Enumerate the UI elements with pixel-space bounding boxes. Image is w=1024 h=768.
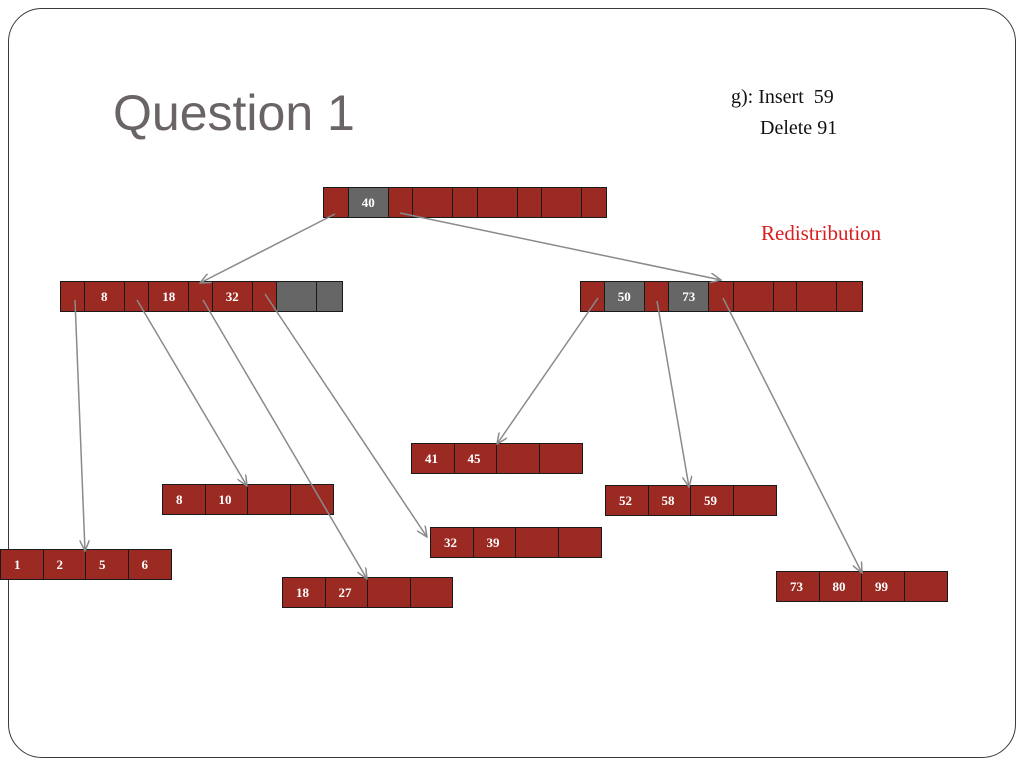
key-cell: 18 <box>149 282 190 311</box>
leaf-key <box>368 578 411 607</box>
pointer-cell <box>252 282 278 311</box>
operation-delete: Delete 91 <box>760 117 838 139</box>
leaf-key: 10 <box>205 485 248 514</box>
pointer-cell <box>773 282 798 311</box>
key-cell: 8 <box>84 282 125 311</box>
leaf-key: 2 <box>43 550 86 579</box>
leaf-key: 59 <box>691 486 734 515</box>
leaf-node: 1 2 5 6 <box>0 549 172 580</box>
leaf-key <box>539 444 582 473</box>
leaf-key: 39 <box>473 528 516 557</box>
leaf-node: 52 58 59 <box>605 485 777 516</box>
pointer-cell <box>61 282 85 311</box>
leaf-key: 41 <box>412 444 455 473</box>
key-cell: 32 <box>212 282 253 311</box>
redistribution-label: Redistribution <box>761 221 882 245</box>
leaf-node: 8 10 <box>162 484 334 515</box>
leaf-key: 18 <box>283 578 326 607</box>
key-cell <box>542 188 583 217</box>
leaf-key: 8 <box>163 485 206 514</box>
pointer-cell <box>317 282 342 311</box>
pointer-cell <box>517 188 543 217</box>
key-cell: 50 <box>604 282 645 311</box>
leaf-key <box>516 528 559 557</box>
pointer-cell <box>837 282 862 311</box>
pointer-cell <box>124 282 150 311</box>
key-cell: 40 <box>348 188 389 217</box>
leaf-key: 80 <box>819 572 862 601</box>
leaf-key: 58 <box>648 486 691 515</box>
leaf-key <box>410 578 452 607</box>
pointer-cell <box>453 188 478 217</box>
leaf-key <box>290 485 333 514</box>
key-cell <box>797 282 838 311</box>
key-cell <box>733 282 774 311</box>
leaf-key <box>733 486 776 515</box>
pointer-cell <box>388 188 414 217</box>
pointer-cell <box>189 282 213 311</box>
pointer-cell <box>582 188 607 217</box>
internal-node-left: 8 18 32 <box>60 281 343 312</box>
leaf-node: 73 80 99 <box>776 571 948 602</box>
leaf-key: 27 <box>325 578 368 607</box>
key-cell <box>477 188 518 217</box>
leaf-key: 32 <box>431 528 474 557</box>
operation-insert: g): Insert 59 <box>731 86 834 108</box>
leaf-key: 1 <box>1 550 44 579</box>
root-node: 40 <box>323 187 607 218</box>
leaf-key <box>904 572 947 601</box>
leaf-node: 18 27 <box>282 577 453 608</box>
leaf-key <box>558 528 601 557</box>
key-cell <box>413 188 454 217</box>
leaf-key: 45 <box>454 444 497 473</box>
key-cell: 73 <box>669 282 710 311</box>
leaf-key <box>248 485 291 514</box>
leaf-key <box>497 444 540 473</box>
leaf-key: 73 <box>777 572 820 601</box>
leaf-key: 5 <box>86 550 129 579</box>
pointer-cell <box>581 282 605 311</box>
leaf-key: 52 <box>606 486 649 515</box>
internal-node-right: 50 73 <box>580 281 863 312</box>
key-cell <box>277 282 318 311</box>
leaf-key: 6 <box>128 550 171 579</box>
pointer-cell <box>324 188 349 217</box>
pointer-cell <box>644 282 670 311</box>
pointer-cell <box>709 282 734 311</box>
leaf-node: 41 45 <box>411 443 583 474</box>
leaf-node: 32 39 <box>430 527 602 558</box>
leaf-key: 99 <box>862 572 905 601</box>
slide-title: Question 1 <box>113 85 355 141</box>
